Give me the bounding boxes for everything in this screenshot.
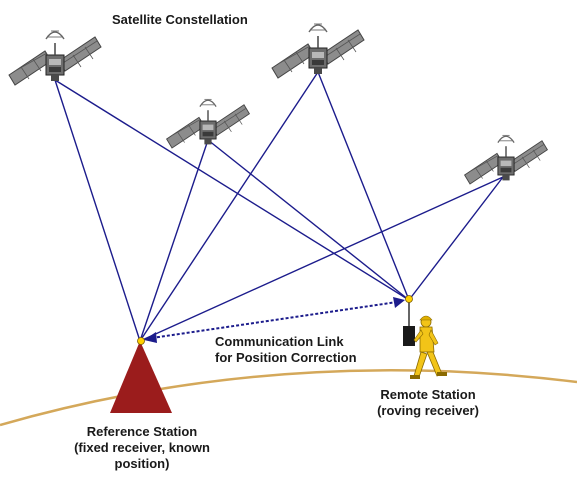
remote-station-label: Remote Station (roving receiver) — [358, 387, 498, 419]
reference-station-icon — [110, 337, 172, 413]
satellite-icon — [165, 98, 251, 149]
communication-link-line1: Communication Link — [215, 334, 344, 349]
remote-station-line1: Remote Station — [380, 387, 476, 402]
reference-station-label: Reference Station (fixed receiver, known… — [62, 424, 222, 472]
communication-link-label: Communication Link for Position Correcti… — [215, 334, 357, 366]
remote-station-line2: (roving receiver) — [377, 403, 479, 418]
reference-station-line3: position) — [114, 456, 170, 471]
satellite-icon — [463, 134, 549, 185]
reference-signal-lines — [54, 71, 504, 342]
remote-signal-lines — [54, 71, 504, 301]
surveyor-icon — [403, 295, 447, 379]
diagram-title: Satellite Constellation — [112, 12, 248, 27]
reference-station-line1: Reference Station — [86, 424, 198, 439]
ground-line — [0, 369, 577, 427]
satellite-icon — [8, 30, 102, 86]
satellite-icon — [271, 23, 365, 79]
communication-link-line2: for Position Correction — [215, 350, 357, 365]
communication-link-arrow — [144, 297, 405, 343]
reference-station-line2: (fixed receiver, known — [74, 440, 210, 455]
